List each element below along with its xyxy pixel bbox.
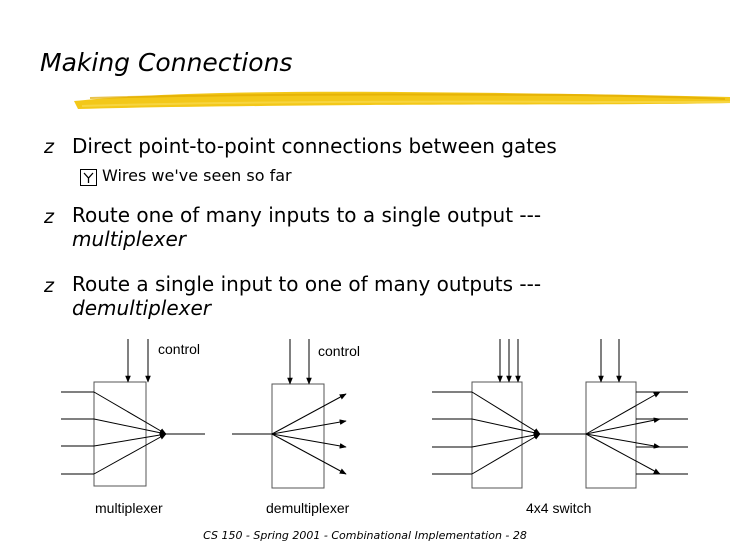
multiplexer-block <box>61 339 205 487</box>
demultiplexer-caption: demultiplexer <box>266 500 350 516</box>
bullet-text: Route one of many inputs to a single out… <box>72 203 542 227</box>
connection-diagram: control control multiplexer demultiplexe… <box>61 339 688 516</box>
switch-4x4-block <box>432 339 688 489</box>
bullet-marker: z <box>44 275 54 297</box>
slide-footer: CS 150 - Spring 2001 - Combinational Imp… <box>203 529 527 542</box>
sub-bullet-wires: Wires we've seen so far <box>102 166 292 185</box>
bullet-text: Route a single input to one of many outp… <box>72 272 542 296</box>
title-underline-brush <box>74 91 730 109</box>
switch-caption: 4x4 switch <box>526 500 591 516</box>
bullet-demultiplexer: Route a single input to one of many outp… <box>72 272 541 320</box>
bullet-emphasis: multiplexer <box>72 227 187 251</box>
bullet-marker: z <box>44 206 54 228</box>
bullet-multiplexer: Route one of many inputs to a single out… <box>72 203 541 251</box>
bullet-marker: z <box>44 136 54 158</box>
slide-title: Making Connections <box>40 48 293 77</box>
mux-control-label: control <box>158 341 200 357</box>
bullet-direct-connections: Direct point-to-point connections betwee… <box>72 134 557 158</box>
demultiplexer-block <box>232 339 347 489</box>
sub-bullet-marker-icon <box>80 169 97 186</box>
multiplexer-caption: multiplexer <box>95 500 163 516</box>
demux-control-label: control <box>318 343 360 359</box>
bullet-emphasis: demultiplexer <box>72 296 212 320</box>
